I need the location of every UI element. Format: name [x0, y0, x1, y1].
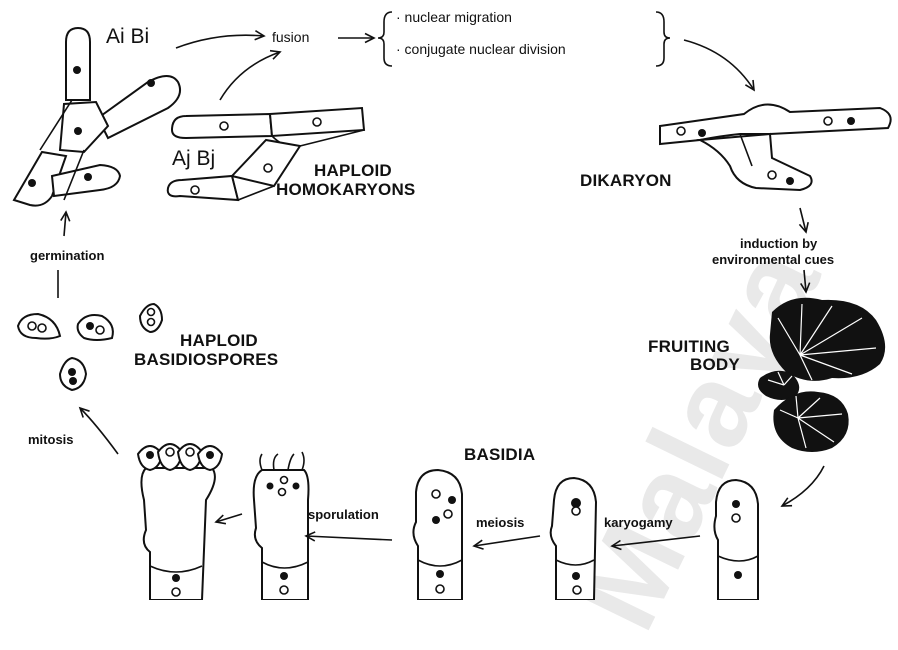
label-haploid-homokaryons-2: HOMOKARYONS: [276, 181, 415, 198]
basidium-karyogamy: [551, 478, 596, 600]
basidium-sterigmata: [254, 452, 309, 600]
nucleus-dark: [572, 572, 580, 580]
nucleus-light: [677, 127, 685, 135]
label-basidia: BASIDIA: [464, 446, 535, 463]
label-fusion: fusion: [272, 30, 309, 44]
nucleus-dark: [732, 500, 740, 508]
label-mitosis: mitosis: [28, 433, 74, 446]
nucleus-dark: [28, 179, 36, 187]
label-haploid-basidiospores-1: HAPLOID: [180, 332, 258, 349]
label-parent-ai-bi: Ai Bi: [106, 26, 149, 47]
label-fruiting-body-1: FRUITING: [648, 338, 730, 355]
nucleus-dark: [448, 496, 456, 504]
label-karyogamy: karyogamy: [604, 516, 673, 529]
nucleus-dark: [267, 483, 274, 490]
nucleus-light: [279, 489, 286, 496]
fungal-life-cycle-diagram: Malaya: [0, 0, 898, 600]
label-dikaryon: DIKARYON: [580, 172, 672, 189]
label-fruiting-body-2: BODY: [690, 356, 740, 373]
label-sporulation: sporulation: [308, 508, 379, 521]
nucleus-dark: [73, 66, 81, 74]
dikaryon-mycelium: [660, 104, 891, 190]
spore-nucleus: [146, 451, 154, 459]
label-germination: germination: [30, 249, 104, 262]
nucleus-light: [172, 588, 180, 596]
nucleus-dark: [84, 173, 92, 181]
label-nuclear-migration: · nuclear migration: [396, 10, 512, 24]
nucleus-light: [824, 117, 832, 125]
nucleus-light: [264, 164, 272, 172]
nucleus-light: [432, 490, 440, 498]
spore-nucleus: [166, 448, 174, 456]
basidiospores: [18, 304, 162, 390]
label-meiosis: meiosis: [476, 516, 524, 529]
nucleus-dark: [280, 572, 288, 580]
nucleus-light: [768, 171, 776, 179]
nucleus-light: [572, 507, 580, 515]
label-induction-2: environmental cues: [712, 253, 834, 266]
label-induction-1: induction by: [740, 237, 817, 250]
basidium-mature-spores: [138, 444, 222, 600]
spore-nucleus: [206, 451, 214, 459]
nucleus-dark: [293, 483, 300, 490]
fruiting-body: [758, 298, 885, 452]
nucleus-light: [573, 586, 581, 594]
label-conjugate-division: · conjugate nuclear division: [396, 42, 566, 56]
basidium-dikaryotic: [714, 480, 758, 600]
nucleus-dark: [734, 571, 742, 579]
label-haploid-homokaryons-1: HAPLOID: [314, 162, 392, 179]
nucleus-dark: [436, 570, 444, 578]
nucleus-light: [313, 118, 321, 126]
nucleus-light: [436, 585, 444, 593]
nucleus-dark: [172, 574, 180, 582]
nucleus-light: [281, 477, 288, 484]
nucleus-light: [220, 122, 228, 130]
nucleus-dark: [147, 79, 155, 87]
nucleus-dark: [847, 117, 855, 125]
nucleus-light: [444, 510, 452, 518]
label-parent-aj-bj: Aj Bj: [172, 148, 215, 169]
nucleus-dark: [432, 516, 440, 524]
nucleus-dark: [786, 177, 794, 185]
nucleus-light: [280, 586, 288, 594]
nucleus-dark: [698, 129, 706, 137]
mycelium-ai-bi: [14, 28, 180, 206]
diagram-artwork: [0, 0, 898, 600]
label-haploid-basidiospores-2: BASIDIOSPORES: [134, 351, 278, 368]
basidium-meiosis: [413, 470, 462, 600]
spore-nucleus: [186, 448, 194, 456]
nucleus-light: [732, 514, 740, 522]
nucleus-light: [191, 186, 199, 194]
nucleus-dark: [74, 127, 82, 135]
